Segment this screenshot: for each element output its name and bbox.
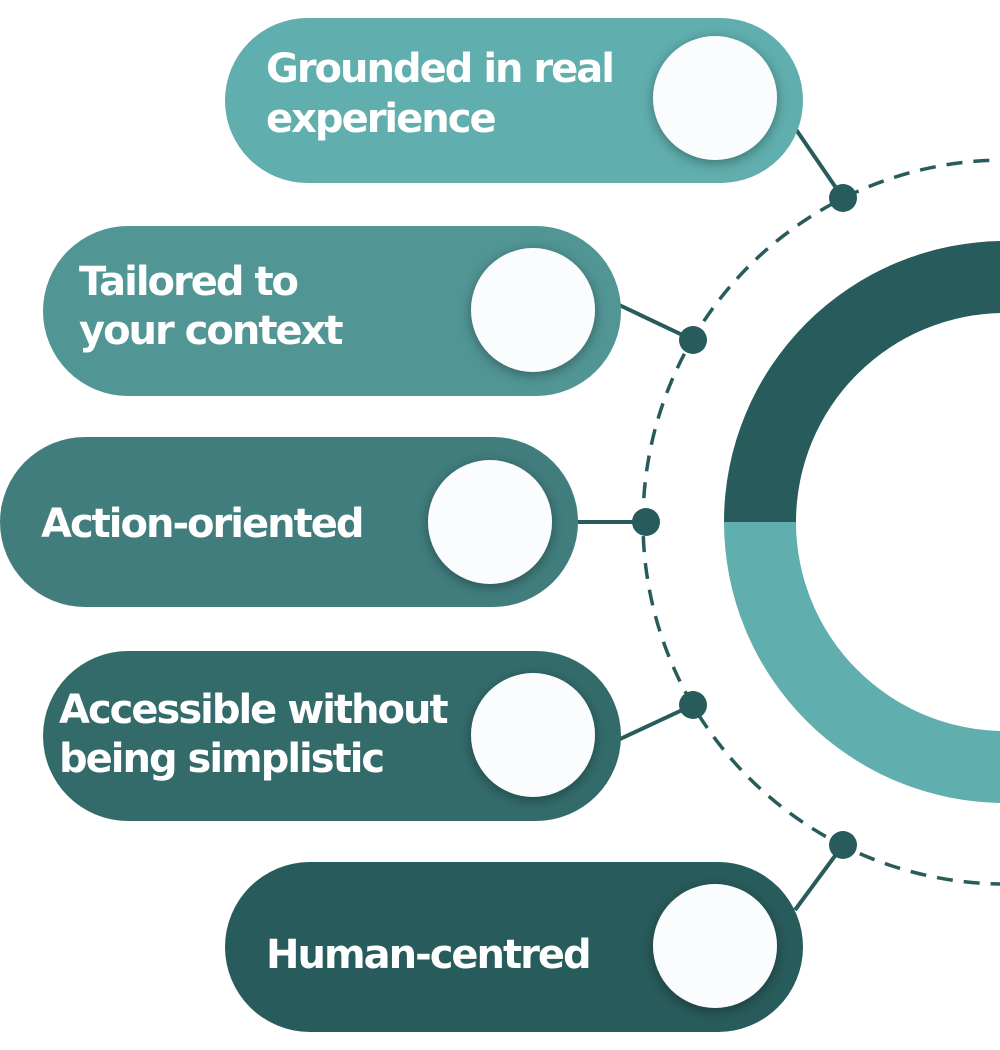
ring-lower-half bbox=[724, 522, 1000, 803]
pill-label-line-2: your context bbox=[79, 308, 343, 354]
pill-label-line-1: Tailored to bbox=[79, 259, 298, 305]
pill-label-line-1: Accessible without bbox=[59, 687, 448, 733]
connector-dot-2 bbox=[679, 326, 707, 354]
pill-circle bbox=[653, 36, 777, 160]
connector-line-1 bbox=[793, 126, 845, 200]
pill-background bbox=[0, 437, 578, 607]
connector-dot-3 bbox=[632, 508, 660, 536]
ring-upper-half bbox=[724, 241, 1000, 522]
pill-item-4: Accessible without being simplistic bbox=[43, 651, 621, 821]
pill-circle bbox=[471, 248, 595, 372]
connector-lines bbox=[575, 126, 845, 912]
pill-label-line-1: Grounded in real bbox=[266, 46, 613, 92]
pill-item-3: Action-oriented bbox=[0, 437, 578, 607]
pill-label: Grounded in real experience bbox=[266, 46, 625, 142]
pill-label: Human-centred bbox=[266, 932, 590, 978]
pill-item-5: Human-centred bbox=[225, 862, 803, 1032]
connector-dot-4 bbox=[679, 691, 707, 719]
pill-label: Action-oriented bbox=[41, 501, 362, 547]
pill-background bbox=[43, 226, 621, 396]
pill-label: Accessible without being simplistic bbox=[59, 687, 459, 782]
connector-line-2 bbox=[614, 301, 694, 342]
pill-circle bbox=[471, 673, 595, 797]
pill-label-line-1: Action-oriented bbox=[41, 501, 362, 547]
pill-item-2: Tailored to your context bbox=[43, 226, 621, 396]
pill-label-line-2: experience bbox=[266, 96, 495, 142]
pill-label-line-2: being simplistic bbox=[59, 736, 383, 782]
pill-item-1: Grounded in real experience bbox=[225, 18, 803, 183]
connector-dot-1 bbox=[829, 184, 857, 212]
pill-background bbox=[225, 18, 803, 183]
pill-label-line-1: Human-centred bbox=[266, 932, 590, 978]
pill-circle bbox=[653, 884, 777, 1008]
connector-dot-5 bbox=[829, 831, 857, 859]
pill-circle bbox=[428, 460, 552, 584]
pill-background bbox=[43, 651, 621, 821]
pill-label: Tailored to your context bbox=[79, 259, 343, 354]
pill-background bbox=[225, 862, 803, 1032]
connector-dots bbox=[632, 184, 857, 859]
